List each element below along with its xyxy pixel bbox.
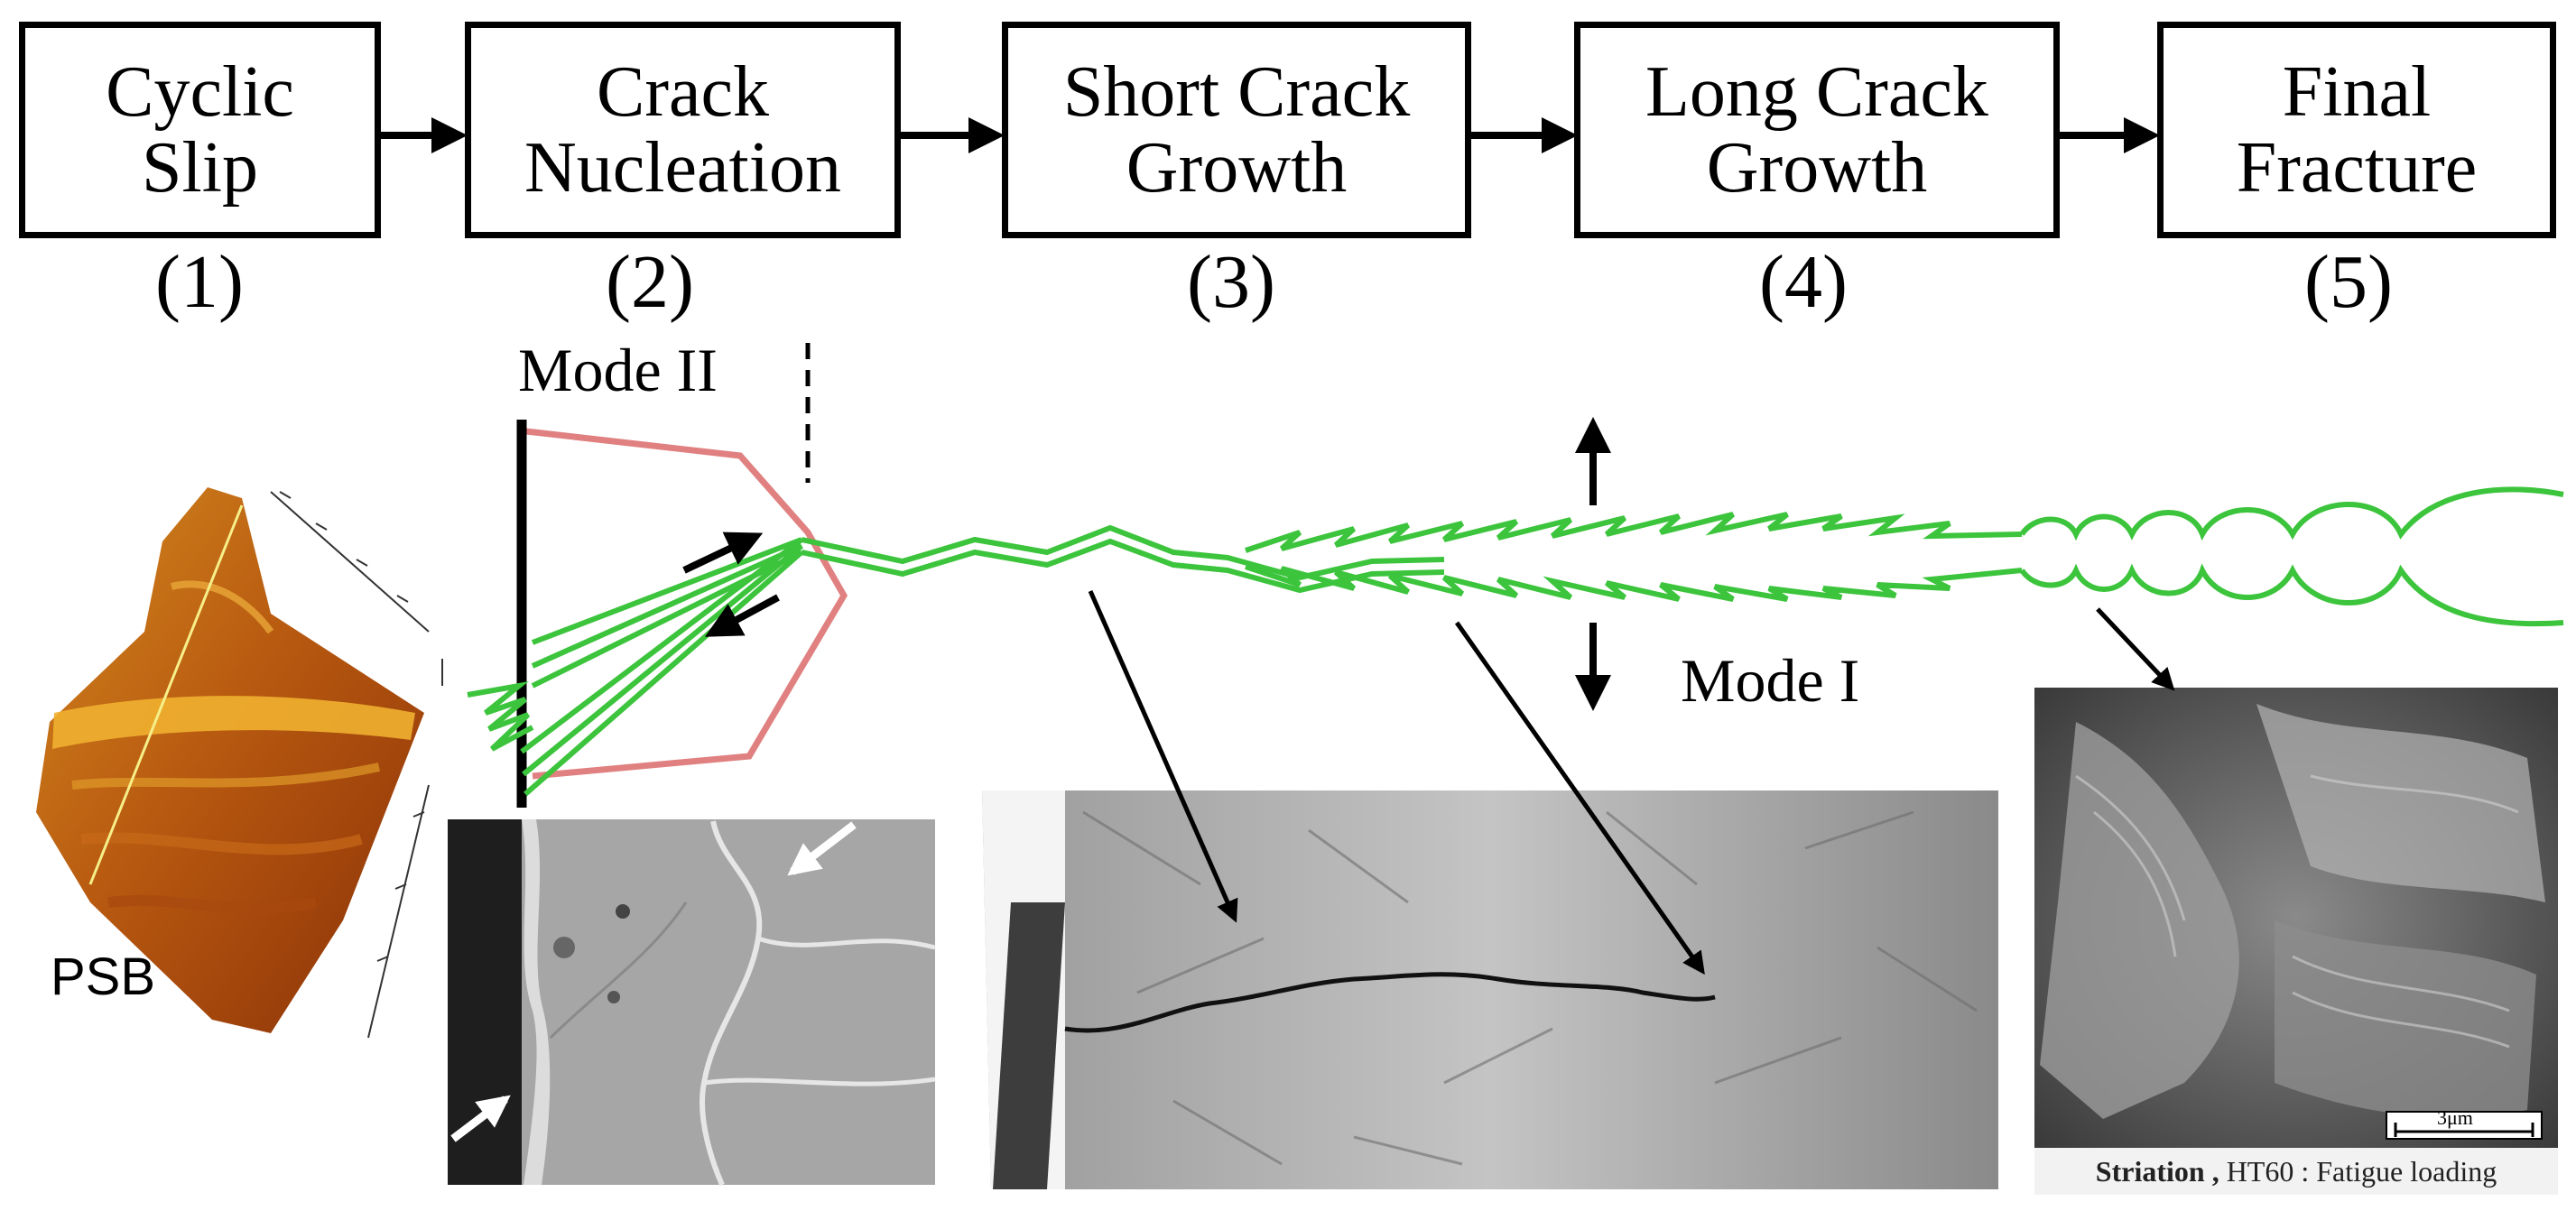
stage-3-line1: Short Crack <box>1062 52 1411 132</box>
mode-ii-shear-arrows <box>682 532 780 637</box>
stage-number-2: (2) <box>606 240 694 324</box>
stage-box-short-crack-growth: Short Crack Growth <box>1002 22 1471 238</box>
stage-1-line2: Slip <box>142 128 258 208</box>
stage-2-line1: Crack <box>596 52 769 132</box>
stage-number-5: (5) <box>2304 240 2393 324</box>
stage-5-line2: Fracture <box>2236 128 2478 208</box>
stage-box-final-fracture: Final Fracture <box>2157 22 2556 238</box>
striation-micrograph <box>2034 688 2558 1148</box>
stage-box-cyclic-slip: Cyclic Slip <box>19 22 381 238</box>
stage-number-3: (3) <box>1187 240 1275 324</box>
stage-4-line1: Long Crack <box>1645 52 1988 132</box>
pointer-arrows <box>1088 589 2175 975</box>
scale-bar-label: 3μm <box>2437 1106 2473 1129</box>
stage-number-4: (4) <box>1759 240 1848 324</box>
striation-caption: Striation , HT60 : Fatigue loading <box>2034 1148 2558 1195</box>
stage-1-line1: Cyclic <box>106 52 294 132</box>
stage-box-long-crack-growth: Long Crack Growth <box>1574 22 2060 238</box>
psb-surface-image <box>36 487 443 1039</box>
mode-ii-label: Mode II <box>518 336 718 404</box>
psb-scan-line <box>88 504 244 885</box>
short-crack-line <box>1064 972 1716 1033</box>
grain-outline <box>516 343 848 808</box>
caption-rest: HT60 : Fatigue loading <box>2219 1155 2497 1188</box>
nucleation-micrograph <box>448 819 936 1187</box>
crack-path <box>467 486 2564 797</box>
short-crack-micrograph <box>982 790 1998 1189</box>
stage-5-line1: Final <box>2282 52 2432 132</box>
stage-3-line2: Growth <box>1126 128 1348 208</box>
mode-i-label: Mode I <box>1681 646 1860 715</box>
stage-box-crack-nucleation: Crack Nucleation <box>465 22 901 238</box>
psb-label: PSB <box>51 948 156 1006</box>
stage-2-line2: Nucleation <box>524 128 841 208</box>
caption-bold: Striation , <box>2095 1155 2219 1188</box>
stage-number-1: (1) <box>155 240 244 324</box>
stage-4-line2: Growth <box>1706 128 1928 208</box>
